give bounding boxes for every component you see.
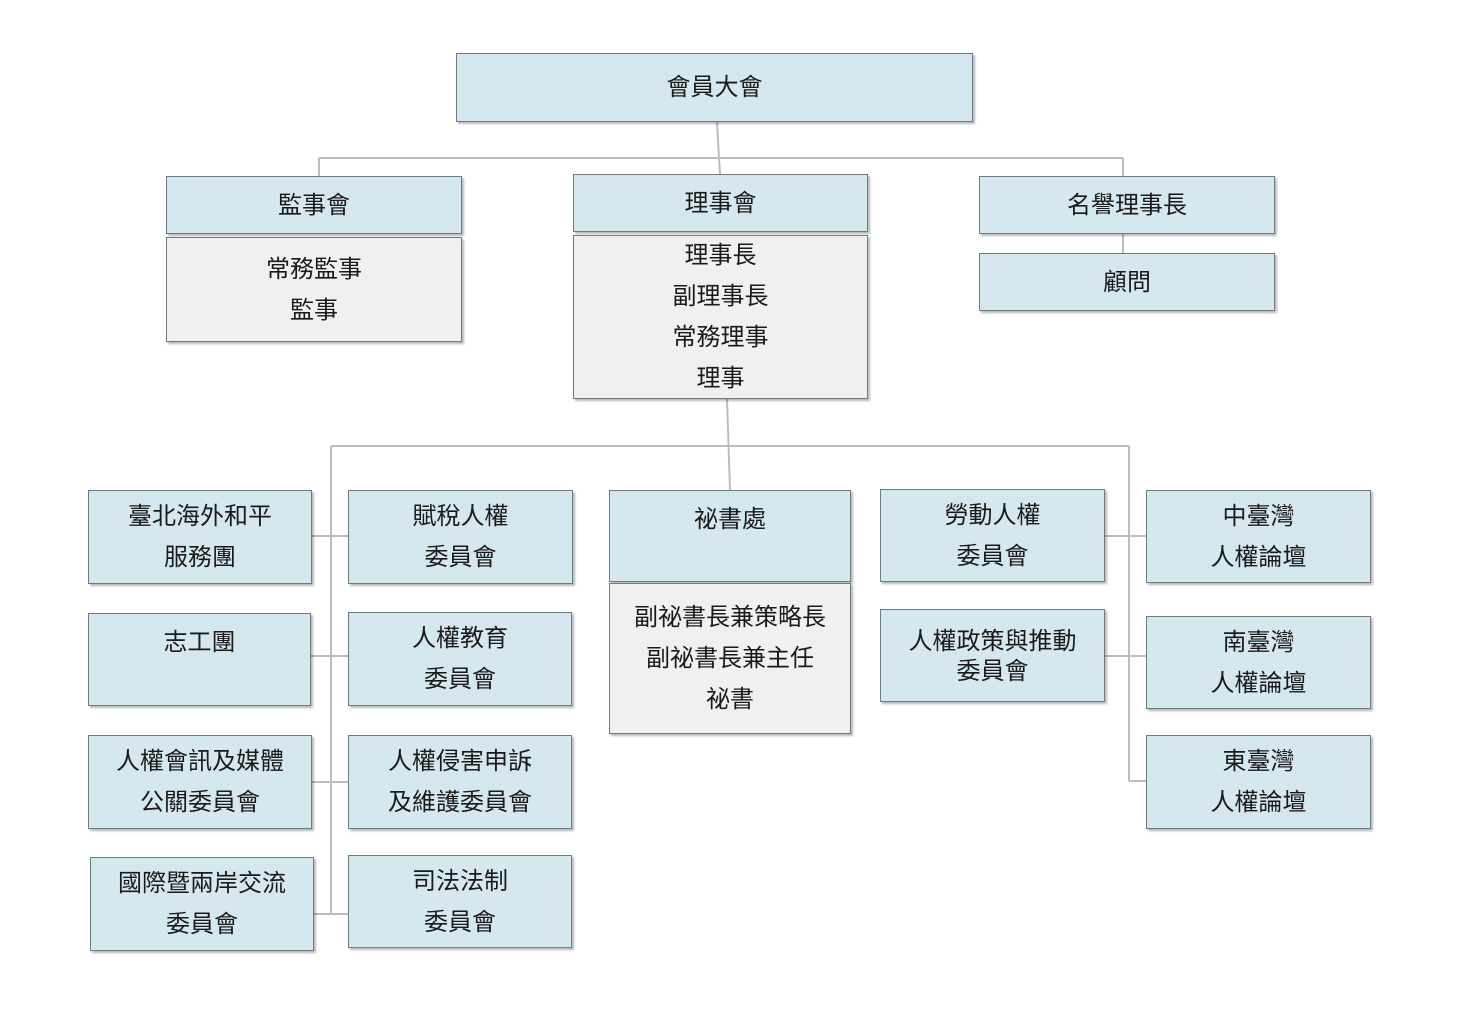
secretariat-title: 祕書處 (694, 505, 766, 533)
directors-title: 理事會 (684, 188, 757, 217)
labor-line: 委員會 (956, 541, 1029, 570)
international-box: 國際暨兩岸交流 委員會 (90, 857, 314, 951)
media-line: 公關委員會 (140, 788, 260, 816)
connector (718, 157, 721, 175)
tax-rights-line: 委員會 (424, 543, 497, 571)
labor-line: 勞動人權 (944, 500, 1041, 529)
secretariat-member: 祕書 (706, 685, 754, 713)
international-line: 委員會 (166, 910, 238, 938)
honorary-chair-label: 名譽理事長 (1067, 190, 1187, 219)
policy-line: 人權政策與推動 (908, 626, 1077, 655)
south-forum-box: 南臺灣 人權論壇 (1146, 616, 1371, 709)
media-box: 人權會訊及媒體 公關委員會 (88, 735, 312, 829)
taipei-peace-line: 服務團 (164, 543, 236, 571)
south-forum-line: 南臺灣 (1222, 627, 1295, 656)
education-line: 委員會 (424, 665, 496, 693)
complaints-line: 及維護委員會 (388, 788, 532, 816)
tax-rights-line: 賦稅人權 (412, 502, 509, 530)
advisor-label: 顧問 (1103, 267, 1151, 296)
secretariat-title-box: 祕書處 (609, 490, 851, 582)
directors-member: 理事長 (684, 241, 757, 269)
secretariat-member: 副祕書長兼主任 (646, 644, 814, 672)
international-line: 國際暨兩岸交流 (118, 869, 286, 897)
directors-member: 副理事長 (672, 282, 769, 310)
supervisors-title: 監事會 (278, 190, 350, 219)
taipei-peace-box: 臺北海外和平 服務團 (88, 490, 312, 584)
supervisors-members-box: 常務監事 監事 (166, 237, 462, 342)
judicial-box: 司法法制 委員會 (348, 855, 572, 948)
east-forum-line: 東臺灣 (1222, 747, 1295, 775)
supervisors-member: 常務監事 (266, 254, 362, 283)
complaints-line: 人權侵害申訴 (388, 747, 532, 775)
assembly-box: 會員大會 (456, 53, 973, 122)
media-line: 人權會訊及媒體 (116, 747, 284, 775)
east-forum-box: 東臺灣 人權論壇 (1146, 735, 1371, 829)
directors-member: 理事 (696, 364, 745, 392)
volunteers-label: 志工團 (163, 628, 236, 656)
south-forum-line: 人權論壇 (1210, 668, 1307, 697)
central-forum-line: 中臺灣 (1222, 501, 1295, 530)
education-box: 人權教育 委員會 (348, 612, 572, 706)
volunteers-box: 志工團 (88, 613, 311, 706)
advisor-box: 顧問 (979, 253, 1275, 311)
directors-members-box: 理事長 副理事長 常務理事 理事 (573, 235, 868, 399)
secretariat-members-box: 副祕書長兼策略長 副祕書長兼主任 祕書 (609, 583, 851, 734)
complaints-box: 人權侵害申訴 及維護委員會 (348, 735, 572, 829)
judicial-line: 司法法制 (412, 866, 508, 895)
central-forum-box: 中臺灣 人權論壇 (1146, 490, 1371, 583)
connector (726, 398, 731, 491)
assembly-label: 會員大會 (666, 73, 763, 101)
policy-line: 委員會 (956, 656, 1029, 685)
tax-rights-box: 賦稅人權 委員會 (348, 490, 573, 584)
policy-box: 人權政策與推動 委員會 (880, 609, 1105, 702)
directors-member: 常務理事 (672, 323, 769, 351)
east-forum-line: 人權論壇 (1210, 788, 1307, 816)
honorary-chair-box: 名譽理事長 (979, 176, 1275, 234)
labor-box: 勞動人權 委員會 (880, 489, 1105, 582)
judicial-line: 委員會 (424, 907, 496, 936)
central-forum-line: 人權論壇 (1210, 542, 1307, 571)
connector (716, 121, 720, 159)
education-line: 人權教育 (412, 624, 508, 652)
supervisors-title-box: 監事會 (166, 176, 462, 234)
supervisors-member: 監事 (290, 295, 338, 324)
directors-title-box: 理事會 (573, 174, 868, 232)
taipei-peace-line: 臺北海外和平 (128, 502, 272, 530)
secretariat-member: 副祕書長兼策略長 (634, 603, 826, 631)
